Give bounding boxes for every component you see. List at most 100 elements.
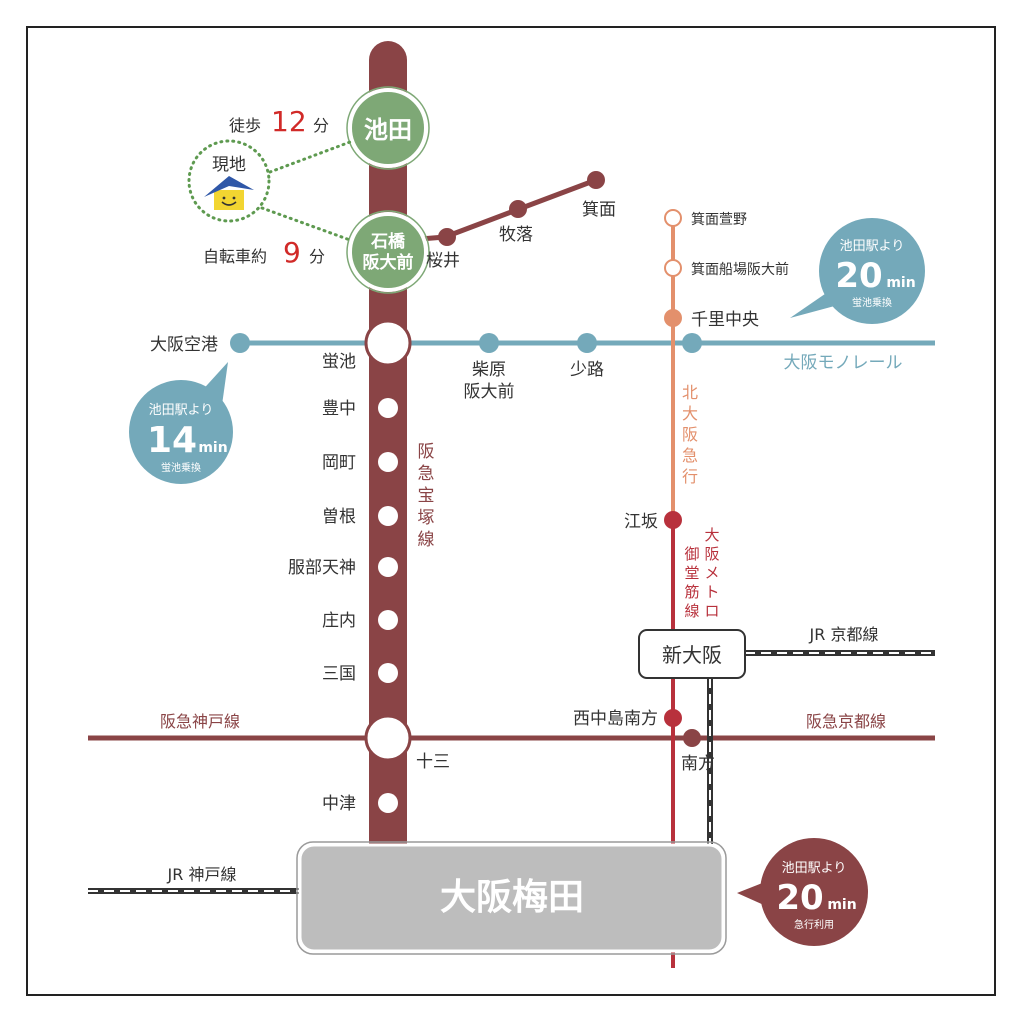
bubble-airport: 池田駅より 14 min 蛍池乗換 xyxy=(129,362,233,484)
station-dot-sone xyxy=(378,506,398,526)
umeda-station-box xyxy=(298,843,725,953)
midosuji-label-b4: 線 xyxy=(684,602,699,620)
umeda-station-outline xyxy=(296,841,727,955)
midosuji-label-b3: 筋 xyxy=(684,583,699,601)
station-okamachi-label: 岡町 xyxy=(322,453,356,473)
station-dot-shonai xyxy=(378,610,398,630)
station-ishibashi-outline xyxy=(346,210,430,294)
station-minamikata-dot xyxy=(683,729,701,747)
station-shibahara-label-1: 柴原 xyxy=(472,360,506,380)
station-ikeda-label: 池田 xyxy=(364,116,412,144)
walk-prefix: 徒歩 xyxy=(229,116,261,135)
bubble-airport-from: 池田駅より xyxy=(149,403,214,418)
bubble-airport-note: 蛍池乗換 xyxy=(161,461,201,474)
station-makiochi-label: 牧落 xyxy=(499,225,533,245)
station-sone-label: 曽根 xyxy=(322,507,356,527)
takarazuka-label-2: 急 xyxy=(418,464,435,484)
station-mikuni-label: 三国 xyxy=(322,664,356,684)
station-senri-label: 千里中央 xyxy=(691,310,759,330)
kita-osaka-label-5: 行 xyxy=(682,467,698,486)
station-airport-dot xyxy=(230,333,250,353)
midosuji-label-a2: 阪 xyxy=(704,545,719,563)
station-juso-label: 十三 xyxy=(416,752,450,772)
station-shibahara-dot xyxy=(479,333,499,353)
station-ishibashi-label-2: 阪大前 xyxy=(363,252,414,273)
kita-osaka-label-3: 阪 xyxy=(682,425,698,444)
bubble-senri: 池田駅より 20 min 蛍池乗換 xyxy=(790,218,925,324)
station-shoji-label: 少路 xyxy=(570,360,604,380)
station-hattori-label: 服部天神 xyxy=(288,558,356,578)
station-nakatsu-label: 中津 xyxy=(322,794,356,814)
station-kayano-dot xyxy=(664,209,682,227)
kita-osaka-label-1: 北 xyxy=(682,383,698,402)
station-nishinakajima-dot xyxy=(664,709,682,727)
kita-osaka-label-2: 大 xyxy=(682,404,698,423)
station-ikeda-circle xyxy=(348,88,428,168)
bubble-senri-from: 池田駅より xyxy=(840,239,905,254)
station-ikeda-outline xyxy=(346,86,430,170)
station-esaka-label: 江坂 xyxy=(624,512,658,532)
bike-prefix: 自転車約 xyxy=(203,247,267,266)
station-ishibashi-label-1: 石橋 xyxy=(370,231,406,252)
site-link-bike xyxy=(260,206,352,242)
hankyu-kobe-line-label: 阪急神戸線 xyxy=(160,712,240,731)
shin-osaka-box xyxy=(638,629,746,679)
jr-kyoto-line-label: JR 京都線 xyxy=(809,625,879,644)
station-hotarugaike-label: 蛍池 xyxy=(322,352,356,372)
bike-minutes: 9 xyxy=(283,236,301,269)
shin-osaka-label: 新大阪 xyxy=(662,643,722,667)
station-toyonaka-label: 豊中 xyxy=(322,399,356,419)
walk-unit: 分 xyxy=(313,116,329,135)
umeda-station-label: 大阪梅田 xyxy=(440,877,584,918)
station-dot-mikuni xyxy=(378,663,398,683)
station-mino-label: 箕面 xyxy=(582,200,616,220)
station-airport-label: 大阪空港 xyxy=(150,335,218,355)
bubble-umeda-from: 池田駅より xyxy=(782,861,847,876)
bike-unit: 分 xyxy=(309,247,325,266)
station-shibahara-label-2: 阪大前 xyxy=(464,382,515,402)
midosuji-label-a1: 大 xyxy=(704,526,719,544)
bubble-airport-unit: min xyxy=(198,440,227,456)
station-makiochi-dot xyxy=(509,200,527,218)
station-ishibashi-circle xyxy=(348,212,428,292)
bubble-umeda-num: 20 xyxy=(776,878,823,918)
site-link-walk xyxy=(268,140,352,174)
kita-osaka-label-4: 急 xyxy=(682,446,698,465)
station-esaka-dot xyxy=(664,511,682,529)
station-juso-interchange xyxy=(364,714,412,762)
takarazuka-label-5: 線 xyxy=(418,530,435,550)
walk-minutes: 12 xyxy=(271,105,307,138)
station-dot-toyonaka xyxy=(378,398,398,418)
station-hotarugaike-interchange xyxy=(364,319,412,367)
takarazuka-label-3: 宝 xyxy=(418,486,435,506)
station-shoji-dot xyxy=(577,333,597,353)
station-nishinakajima-label: 西中島南方 xyxy=(573,709,658,729)
midosuji-label-a5: ロ xyxy=(704,602,719,620)
station-dot-nakatsu xyxy=(378,793,398,813)
midosuji-label-b2: 堂 xyxy=(684,564,699,582)
midosuji-label-b1: 御 xyxy=(684,545,699,563)
midosuji-label-a4: ト xyxy=(704,583,719,601)
bubble-umeda-note: 急行利用 xyxy=(794,918,834,931)
station-senri-monorail-dot xyxy=(682,333,702,353)
monorail-line-label: 大阪モノレール xyxy=(784,353,903,373)
midosuji-label-a3: メ xyxy=(704,564,719,582)
bubble-senri-num: 20 xyxy=(835,256,882,296)
bubble-airport-num: 14 xyxy=(147,420,197,461)
jr-kobe-line-label: JR 神戸線 xyxy=(167,865,237,884)
bubble-umeda: 池田駅より 20 min 急行利用 xyxy=(737,838,868,946)
station-sakurai-dot xyxy=(438,228,456,246)
house-icon xyxy=(204,176,254,210)
map-frame xyxy=(26,26,996,996)
station-minamikata-label: 南方 xyxy=(681,754,715,774)
station-sakurai-label: 桜井 xyxy=(426,251,460,271)
site-label: 現地 xyxy=(212,155,246,175)
station-dot-hattori xyxy=(378,557,398,577)
station-shonai-label: 庄内 xyxy=(322,611,356,631)
station-senba-label: 箕面船場阪大前 xyxy=(691,261,789,278)
hankyu-kyoto-line-label: 阪急京都線 xyxy=(806,712,886,731)
station-senba-dot xyxy=(664,259,682,277)
takarazuka-label-1: 阪 xyxy=(418,442,435,462)
bubble-senri-note: 蛍池乗換 xyxy=(852,296,892,309)
